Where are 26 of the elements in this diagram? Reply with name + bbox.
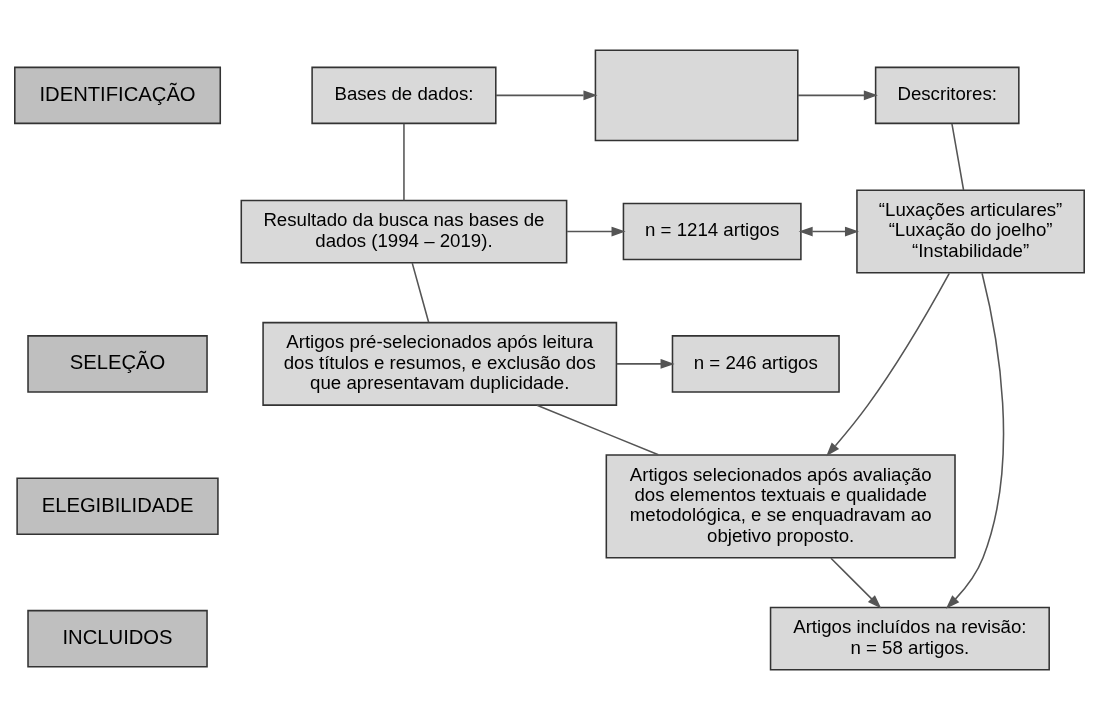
node-box: INCLUIDOS	[27, 609, 208, 667]
node-box: n = 1214 artigos	[622, 202, 802, 260]
node-box: ELEGIBILIDADE	[16, 477, 219, 535]
arrow	[826, 272, 951, 456]
node-box: Artigos selecionados após avaliação dos elementos textuais e qualidade metodológica, e se enquadravam ao objetivo proposto.	[605, 453, 956, 558]
node-box: Artigos incluídos na revisão: n = 58 artigos.	[769, 606, 1050, 671]
arrow	[797, 89, 878, 100]
connector	[403, 122, 405, 201]
node-box: Descritores:	[874, 66, 1020, 124]
arrow	[945, 272, 1005, 609]
node-box: n = 246 artigos	[671, 334, 840, 393]
arrow	[830, 556, 882, 609]
connector	[411, 261, 430, 323]
node-box: “Luxações articulares” “Luxação do joelho” “Instabilidade”	[856, 189, 1085, 274]
node-box: IDENTIFICAÇÃO	[14, 66, 222, 124]
arrow	[566, 226, 626, 236]
arrow	[495, 89, 598, 100]
node-box: Bases de dados:	[311, 66, 497, 124]
node-box: Artigos pré-selecionados após leitura dos títulos e resumos, e exclusão dos que apresentavam duplicidade.	[262, 321, 618, 406]
node-box: Resultado da busca nas bases de dados (1994 – 2019).	[240, 199, 568, 263]
node-box: SELEÇÃO	[27, 334, 208, 393]
node-box	[594, 48, 799, 141]
arrow	[798, 226, 859, 236]
connector	[951, 122, 965, 191]
connector	[536, 403, 660, 456]
arrow	[616, 358, 675, 369]
